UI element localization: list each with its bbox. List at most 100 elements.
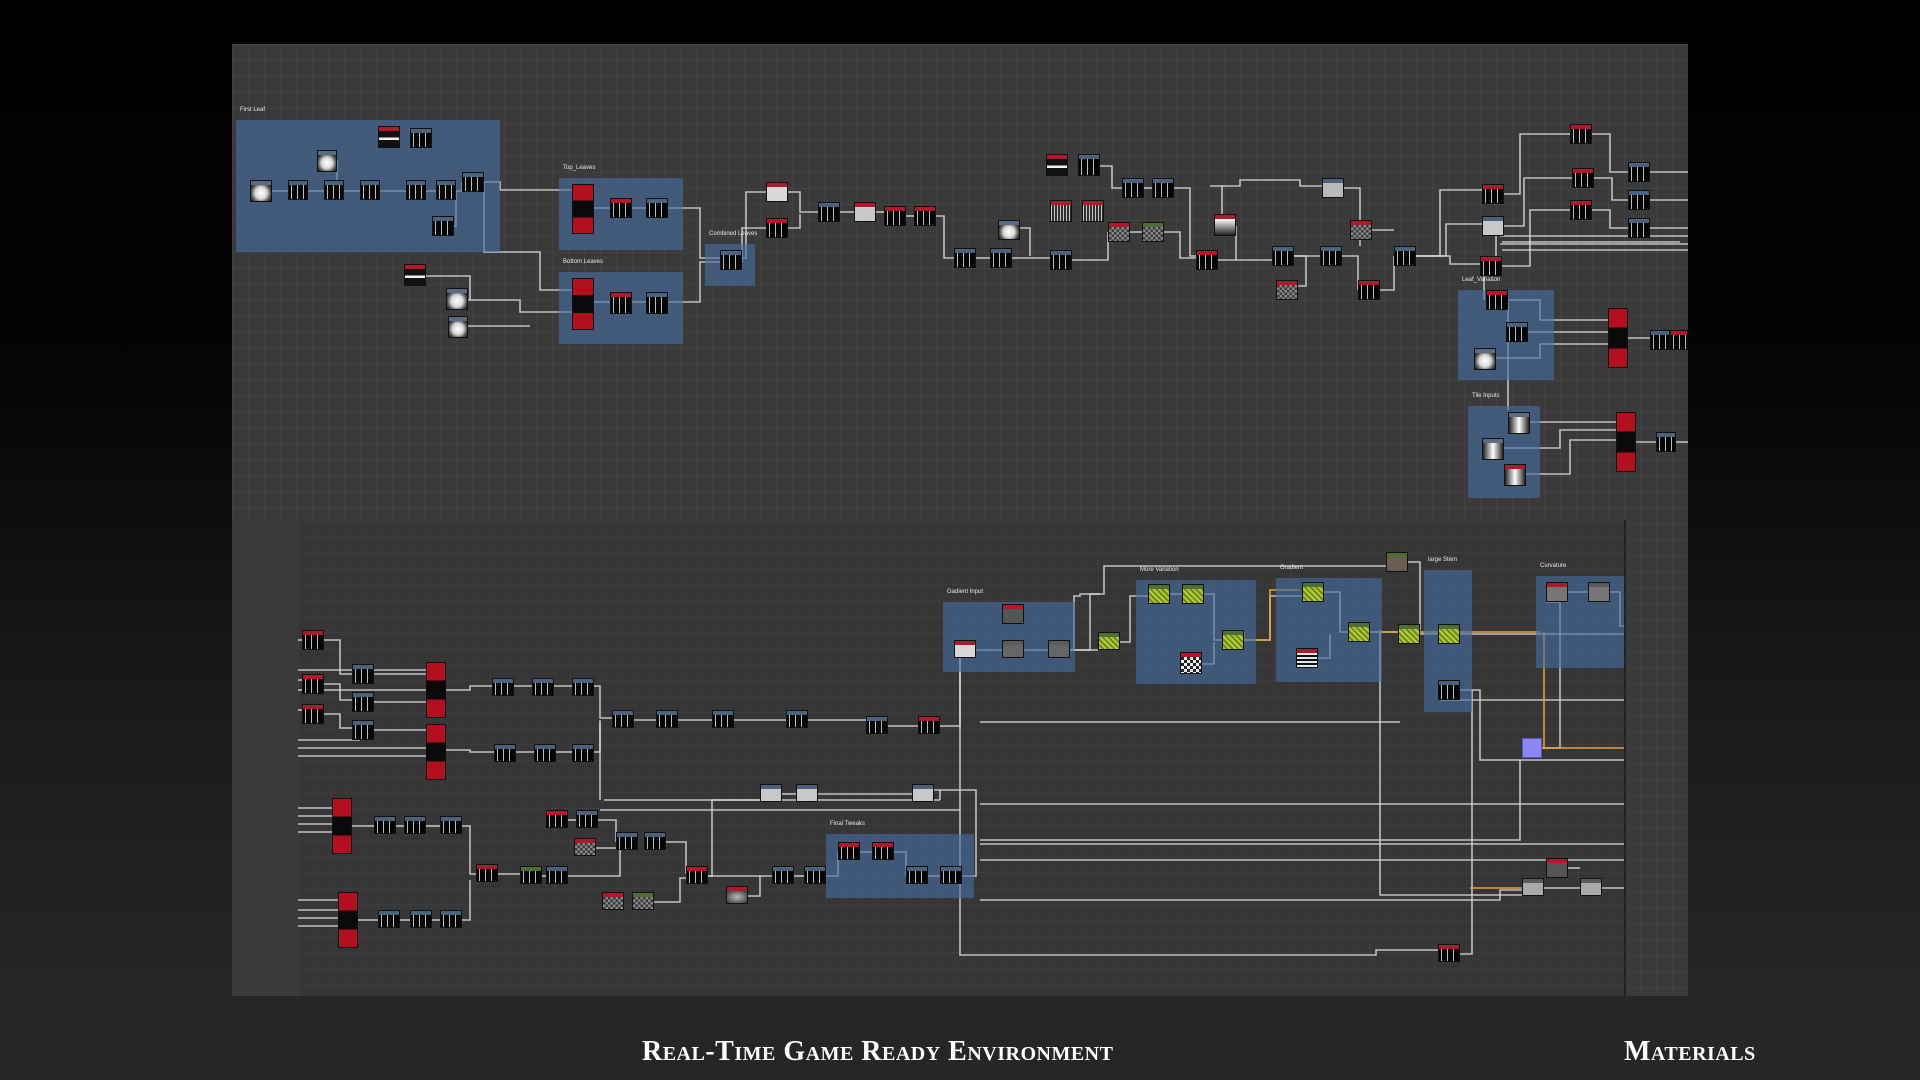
gradient-node[interactable] [1482, 438, 1504, 460]
tile-node[interactable] [572, 184, 594, 234]
color-node[interactable] [1098, 632, 1120, 650]
blend-node[interactable] [616, 832, 638, 850]
levels-node[interactable] [796, 784, 818, 802]
levels-node[interactable] [1002, 640, 1024, 658]
transform-node[interactable] [1572, 168, 1594, 188]
gradient-node[interactable] [1296, 648, 1318, 668]
output-node[interactable] [1608, 308, 1628, 368]
blend-node[interactable] [786, 710, 808, 728]
levels-node[interactable] [1002, 604, 1024, 624]
color-node[interactable] [1438, 624, 1460, 644]
pattern-node[interactable] [1050, 200, 1072, 222]
blend-node[interactable] [918, 716, 940, 734]
levels-node[interactable] [572, 744, 594, 762]
blend-node[interactable] [576, 810, 598, 828]
switch-node[interactable] [426, 662, 446, 718]
levels-node[interactable] [1546, 858, 1568, 878]
color-node[interactable] [1398, 624, 1420, 644]
output-node[interactable] [1670, 330, 1688, 350]
node-graph-canvas-lower[interactable] [298, 520, 1626, 996]
blend-node[interactable] [772, 866, 794, 884]
blend-node[interactable] [1358, 280, 1380, 300]
output-node[interactable] [1650, 330, 1670, 350]
input-node[interactable] [404, 264, 426, 286]
blend-node[interactable] [352, 720, 374, 740]
noise-node[interactable] [726, 886, 748, 904]
blend-node[interactable] [352, 692, 374, 712]
gradient-node[interactable] [1508, 412, 1530, 434]
blend-node[interactable] [940, 866, 962, 884]
blend-node[interactable] [1122, 178, 1144, 198]
blend-node[interactable] [644, 832, 666, 850]
transform-node[interactable] [1570, 124, 1592, 144]
transform-node[interactable] [1482, 216, 1504, 236]
blend-node[interactable] [906, 866, 928, 884]
input-node[interactable] [378, 126, 400, 148]
blend-node[interactable] [612, 710, 634, 728]
gradient-node[interactable] [1214, 214, 1236, 236]
input-node[interactable] [1046, 154, 1068, 176]
blend-node[interactable] [440, 910, 462, 928]
transform-node[interactable] [1628, 190, 1650, 210]
levels-node[interactable] [572, 678, 594, 696]
noise-node[interactable] [632, 892, 654, 910]
transform-node[interactable] [1628, 162, 1650, 182]
levels-node[interactable] [1048, 640, 1070, 658]
color-output-node[interactable] [1522, 738, 1542, 758]
color-node[interactable] [1182, 584, 1204, 604]
blend-node[interactable] [1152, 178, 1174, 198]
transform-node[interactable] [1570, 200, 1592, 220]
switch-node[interactable] [426, 724, 446, 780]
levels-node[interactable] [1546, 582, 1568, 602]
transform-node[interactable] [1482, 184, 1504, 204]
blend-node[interactable] [1394, 246, 1416, 266]
color-node[interactable] [1302, 582, 1324, 602]
gradient-node[interactable] [448, 316, 468, 338]
transform-node[interactable] [462, 172, 484, 192]
blend-node[interactable] [360, 180, 380, 200]
blend-node[interactable] [686, 866, 708, 884]
noise-node[interactable] [602, 892, 624, 910]
blend-node[interactable] [1438, 944, 1460, 962]
levels-node[interactable] [494, 744, 516, 762]
blend-node[interactable] [406, 180, 426, 200]
blend-node[interactable] [436, 180, 456, 200]
color-node[interactable] [1348, 622, 1370, 642]
input-node[interactable] [302, 630, 324, 650]
noise-node[interactable] [1350, 220, 1372, 240]
color-node[interactable] [1148, 584, 1170, 604]
pattern-node[interactable] [1082, 200, 1104, 222]
levels-node[interactable] [1386, 552, 1408, 572]
blend-node[interactable] [1272, 246, 1294, 266]
blend-node[interactable] [646, 198, 668, 218]
blend-node[interactable] [720, 250, 742, 270]
levels-node[interactable] [534, 744, 556, 762]
blend-node[interactable] [404, 816, 426, 834]
blend-node[interactable] [610, 198, 632, 218]
transform-node[interactable] [410, 128, 432, 148]
levels-node[interactable] [914, 206, 936, 226]
transform-node[interactable] [1486, 290, 1508, 310]
output-node[interactable] [1656, 432, 1676, 452]
blend-node[interactable] [520, 866, 542, 884]
blend-node[interactable] [352, 664, 374, 684]
blend-node[interactable] [646, 292, 668, 314]
gradient-node[interactable] [317, 150, 337, 172]
shape-node[interactable] [1474, 348, 1496, 370]
gradient-input-node[interactable] [954, 640, 976, 658]
levels-node[interactable] [884, 206, 906, 226]
blend-node[interactable] [610, 292, 632, 314]
blend-node[interactable] [440, 816, 462, 834]
levels-node[interactable] [818, 202, 840, 222]
levels-node[interactable] [1322, 178, 1344, 198]
blend-node[interactable] [1320, 246, 1342, 266]
gradient-node[interactable] [998, 220, 1020, 240]
levels-node[interactable] [492, 678, 514, 696]
blend-node[interactable] [838, 842, 860, 860]
noise-node[interactable] [766, 218, 788, 238]
levels-node[interactable] [1522, 878, 1544, 896]
levels-node[interactable] [1588, 582, 1610, 602]
blend-node[interactable] [546, 866, 568, 884]
levels-node[interactable] [912, 784, 934, 802]
blend-node[interactable] [1196, 250, 1218, 270]
